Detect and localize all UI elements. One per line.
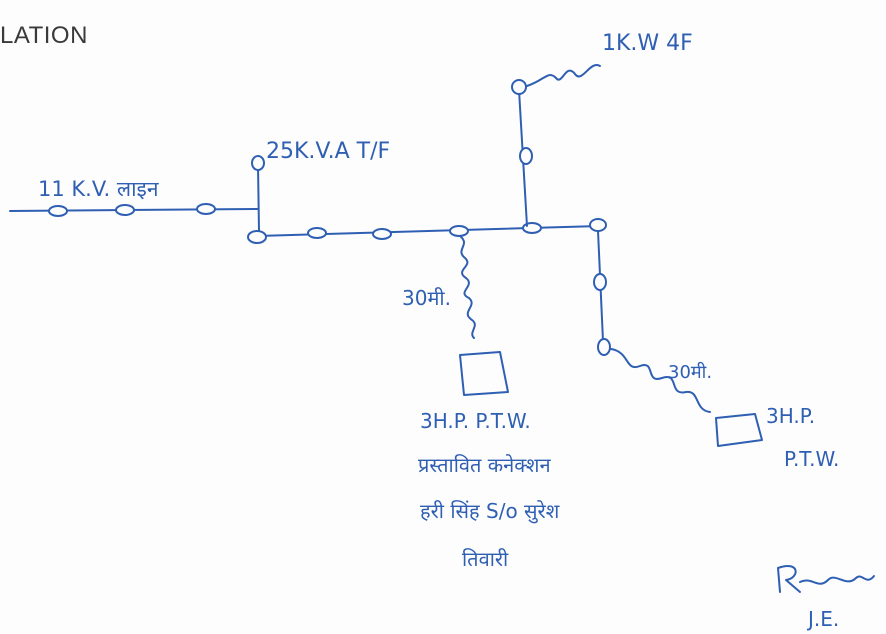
pole-node <box>307 227 327 239</box>
motor-box-left <box>459 351 509 396</box>
pole-node <box>247 230 267 244</box>
label-motor-left: 3H.P. P.T.W. <box>420 409 531 433</box>
transformer-node <box>251 155 265 171</box>
motor-box-right <box>715 413 763 447</box>
label-cable-length: 30मी. <box>402 286 451 310</box>
transformer-riser <box>257 164 260 233</box>
pole-node <box>593 273 607 291</box>
service-coil <box>610 348 711 413</box>
pole-node <box>522 222 542 234</box>
service-coil <box>460 236 476 339</box>
pole-node <box>115 204 135 216</box>
label-signature-title: J.E. <box>806 607 839 631</box>
label-cable-length: 30मी. <box>668 361 712 383</box>
pole-node <box>196 203 216 215</box>
pole-node <box>597 338 611 356</box>
label-transformer-25kva: 25K.V.A T/F <box>266 139 390 164</box>
pole-node <box>449 225 469 237</box>
page-title-fragment: LATION <box>0 22 88 49</box>
label-transformer-1kw: 1K.W 4F <box>602 31 693 56</box>
label-applicant-surname: तिवारी <box>462 547 509 571</box>
label-motor-right: P.T.W. <box>784 447 839 471</box>
pole-node <box>519 147 533 165</box>
pole-node <box>589 218 607 232</box>
pole-node <box>48 205 68 217</box>
service-coil <box>526 64 601 87</box>
label-11kv-line: 11 K.V. लाइन <box>38 177 159 201</box>
label-applicant-name: हरी सिंह S/o सुरेश <box>420 499 560 524</box>
pole-node <box>372 228 392 240</box>
signature-scribble <box>777 565 875 593</box>
pole-node <box>511 79 527 95</box>
label-proposed-connection: प्रस्तावित कनेक्शन <box>418 453 552 477</box>
label-motor-right: 3H.P. <box>766 404 815 428</box>
